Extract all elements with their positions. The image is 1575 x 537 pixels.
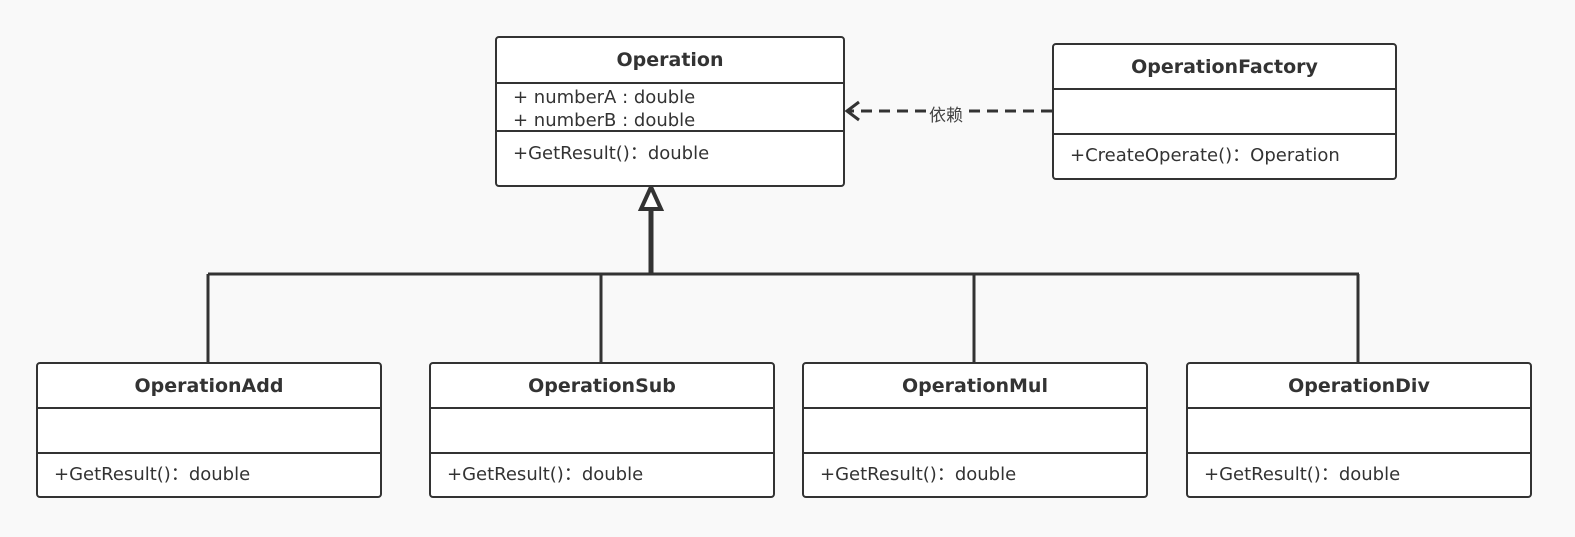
class-operation-add-operations: +GetResult()：double	[38, 454, 380, 486]
class-operation-div-operations: +GetResult()：double	[1188, 454, 1530, 486]
class-operation-factory-name: OperationFactory	[1054, 45, 1395, 90]
operation-create-operate: +CreateOperate()：Operation	[1070, 145, 1340, 166]
class-operation-attributes: + numberA : double + numberB : double	[497, 84, 843, 132]
operation-get-result: +GetResult()：double	[513, 143, 710, 164]
class-operation-name: Operation	[497, 38, 843, 84]
class-operation-div-attributes	[1188, 409, 1530, 454]
class-operation-factory[interactable]: OperationFactory +CreateOperate()：Operat…	[1052, 43, 1397, 180]
class-operation[interactable]: Operation + numberA : double + numberB :…	[495, 36, 845, 187]
class-operation-sub-operations: +GetResult()：double	[431, 454, 773, 486]
class-operation-add-attributes	[38, 409, 380, 454]
attribute-number-b: + numberB : double	[513, 110, 696, 131]
class-operation-mul[interactable]: OperationMul +GetResult()：double	[802, 362, 1148, 498]
operation-get-result: +GetResult()：double	[1204, 464, 1401, 485]
operation-get-result: +GetResult()：double	[820, 464, 1017, 485]
class-operation-add-name: OperationAdd	[38, 364, 380, 409]
class-operation-sub-name: OperationSub	[431, 364, 773, 409]
class-operation-mul-operations: +GetResult()：double	[804, 454, 1146, 486]
operation-get-result: +GetResult()：double	[54, 464, 251, 485]
class-operation-div-name: OperationDiv	[1188, 364, 1530, 409]
class-operation-sub[interactable]: OperationSub +GetResult()：double	[429, 362, 775, 498]
class-operation-add[interactable]: OperationAdd +GetResult()：double	[36, 362, 382, 498]
generalization-arrowhead	[637, 182, 665, 211]
class-operation-mul-name: OperationMul	[804, 364, 1146, 409]
class-operation-factory-operations: +CreateOperate()：Operation	[1054, 135, 1395, 167]
attribute-number-a: + numberA : double	[513, 87, 696, 108]
class-operation-mul-attributes	[804, 409, 1146, 454]
class-operation-operations: +GetResult()：double	[497, 132, 843, 165]
dependency-arrowhead	[844, 100, 860, 122]
class-operation-div[interactable]: OperationDiv +GetResult()：double	[1186, 362, 1532, 498]
class-operation-factory-attributes	[1054, 90, 1395, 135]
operation-get-result: +GetResult()：double	[447, 464, 644, 485]
class-operation-sub-attributes	[431, 409, 773, 454]
dependency-label: 依赖	[928, 101, 964, 126]
